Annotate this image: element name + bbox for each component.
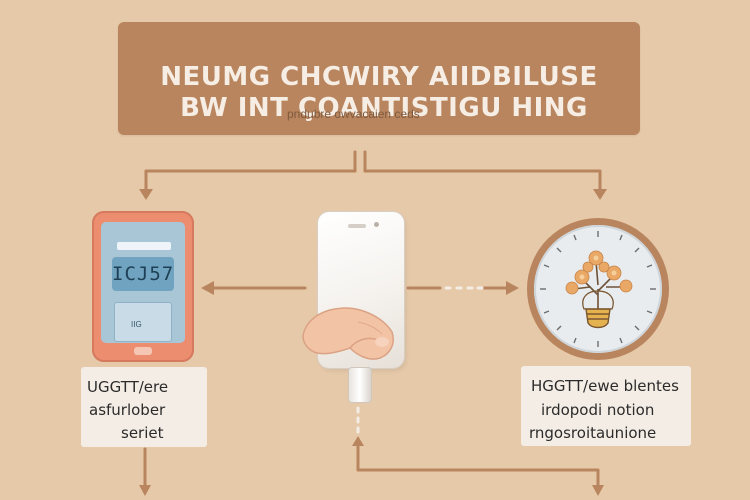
arrow-cable-down	[356, 438, 600, 492]
gauge-dial	[527, 218, 669, 360]
arrowhead-left	[201, 281, 214, 295]
hand-holding-phone-icon	[302, 307, 394, 360]
arrowhead-bottom-right	[592, 485, 604, 496]
right-note-line-3: rngosroitaunione	[529, 424, 657, 442]
screen-panel-label: IIG	[131, 320, 142, 329]
arrowhead-right	[506, 281, 519, 295]
arrowhead-gauge	[593, 189, 607, 200]
phone-screen: ICJ57 IIG	[101, 222, 185, 343]
home-button	[134, 347, 152, 355]
screen-top-bar	[117, 242, 171, 250]
title-line-1: NEUMG CHCWIRY AIIDBILUSE	[160, 62, 598, 92]
phone-camera	[374, 222, 379, 227]
gauge-face	[534, 225, 662, 353]
screen-readout: ICJ57	[112, 257, 174, 291]
title-line-2: BW INT ÇOANTISTIGU HING	[180, 93, 588, 123]
phone-speaker	[348, 224, 366, 228]
left-note-line-3: seriet	[121, 424, 164, 442]
arrowhead-up-cable	[352, 436, 364, 446]
right-note-box: HGGTT/ewe blentes irdopodi notion rngosr…	[521, 366, 691, 446]
title-banner: NEUMG CHCWIRY AIIDBILUSE BW INT ÇOANTIST…	[118, 22, 640, 135]
left-note-box: UGGTT/ere asfurlober seriet	[81, 367, 207, 447]
smartphone-icon: ICJ57 IIG	[92, 211, 194, 362]
right-note-line-2: irdopodi notion	[541, 401, 655, 419]
arrowhead-bottom-left	[139, 485, 151, 496]
right-note-line-1: HGGTT/ewe blentes	[531, 377, 679, 395]
banner-caption: pndubre owvacaien ceds	[287, 107, 420, 121]
lightbulb-flowers-icon	[540, 231, 656, 347]
arrow-banner-to-gauge	[363, 169, 602, 196]
charging-cable	[349, 368, 371, 402]
screen-panel: IIG	[114, 302, 172, 342]
left-note-line-1: UGGTT/ere	[87, 378, 169, 396]
left-note-line-2: asfurlober	[89, 401, 166, 419]
arrow-banner-to-left-phone	[144, 166, 357, 196]
arrowhead-left-phone	[139, 189, 153, 200]
